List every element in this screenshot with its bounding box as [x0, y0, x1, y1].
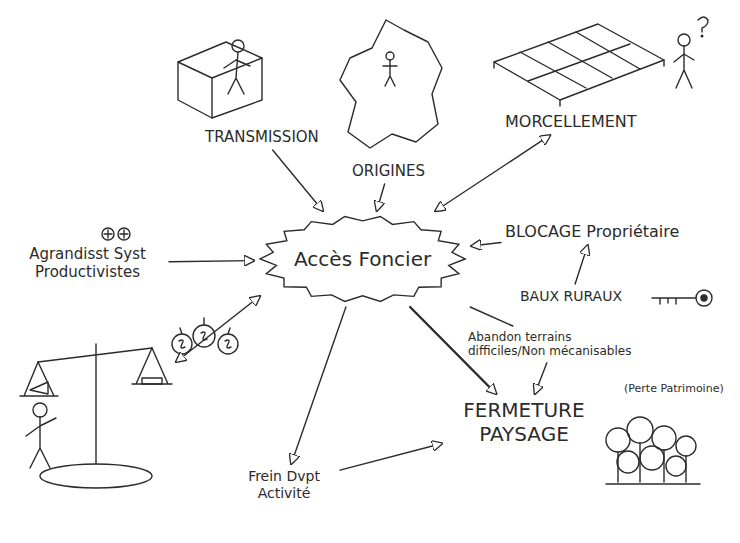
connector-arrow	[535, 363, 547, 394]
topic-text: Agrandisst Syst Productivistes	[10, 245, 165, 281]
connector-arrow	[169, 261, 254, 262]
connector-arrow	[435, 135, 550, 211]
plus-symbols	[102, 228, 130, 240]
connector-arrow	[273, 150, 323, 211]
central-burst: Accès Foncier	[258, 215, 467, 303]
connector-arrow	[340, 444, 442, 471]
burst-outline	[260, 217, 465, 302]
topic-text: BLOCAGE Propriétaire	[505, 222, 679, 241]
topic-text: ORIGINES	[352, 162, 425, 180]
house-sketch	[178, 40, 262, 118]
connector-arrow	[470, 307, 513, 326]
node-text: Agrandisst Syst Productivistes	[10, 245, 165, 281]
node-text: Accès Foncier	[294, 247, 431, 271]
topic-text: FERMETURE PAYSAGE	[446, 398, 602, 446]
node-text: ORIGINES	[352, 162, 425, 180]
topic-text: BAUX RURAUX	[520, 288, 622, 305]
node-text: Abandon terrains difficiles/Non mécanisa…	[468, 330, 640, 359]
note-label: (Perte Patrimoine)	[622, 382, 726, 395]
node-text: BAUX RURAUX	[520, 288, 622, 305]
balance-link	[176, 296, 260, 362]
connector-arrow	[471, 243, 501, 247]
parcel-sketch	[494, 17, 708, 106]
node-text: MORCELLEMENT	[505, 112, 637, 131]
france-map	[340, 20, 442, 148]
node-text: BLOCAGE Propriétaire	[505, 222, 679, 241]
topic-text: Frein Dvpt Activité	[232, 468, 336, 502]
topic-text: MORCELLEMENT	[505, 112, 637, 131]
connector-arrow	[377, 184, 385, 211]
connector-arrow	[291, 307, 346, 464]
node-text: Frein Dvpt Activité	[232, 468, 336, 502]
trees-sketch	[606, 417, 700, 484]
balance-sketch	[20, 318, 238, 488]
note-text: Abandon terrains difficiles/Non mécanisa…	[468, 330, 640, 359]
node-text: TRANSMISSION	[205, 128, 319, 146]
node-text: FERMETURE PAYSAGE	[446, 398, 602, 446]
connector-arrow	[575, 245, 588, 284]
topic-text: TRANSMISSION	[205, 128, 319, 146]
key-icon	[652, 290, 712, 306]
